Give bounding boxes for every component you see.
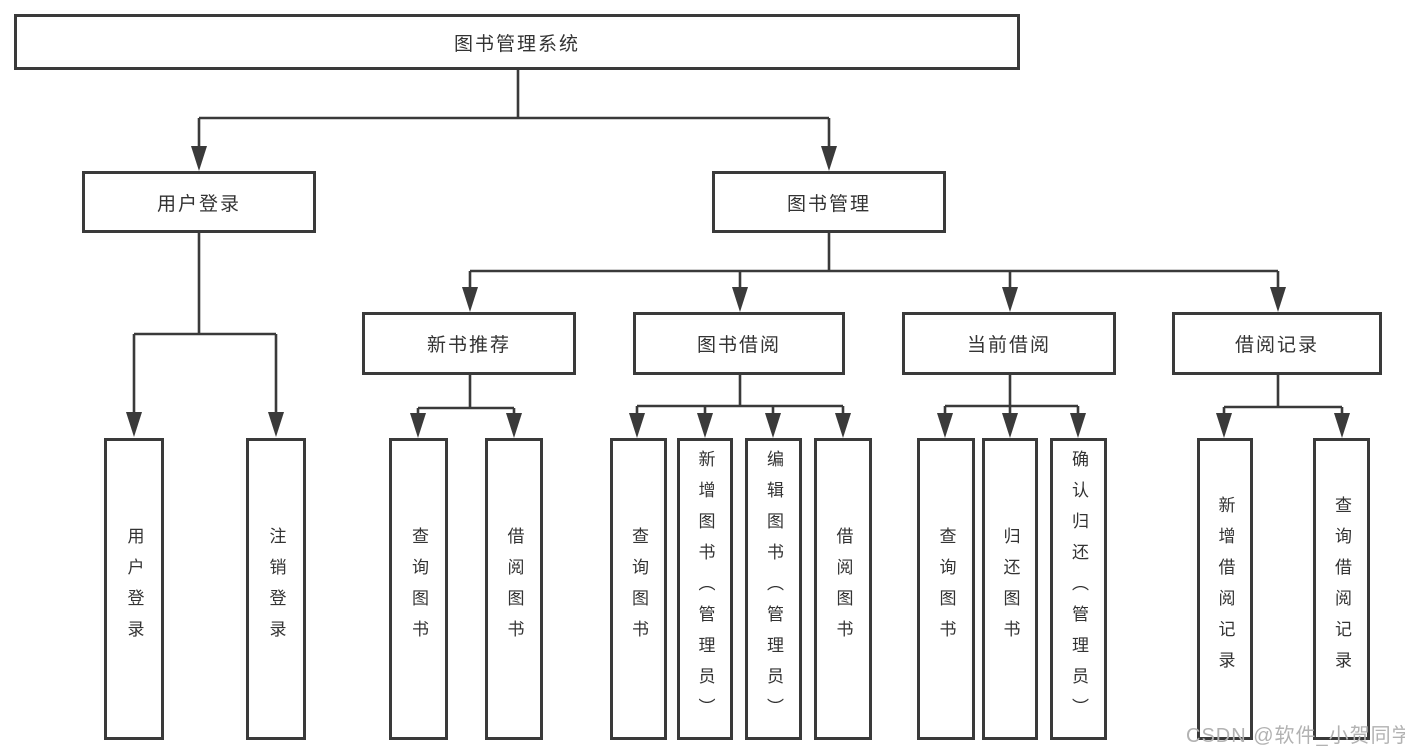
leaf-logout: 注销登录 (246, 438, 306, 740)
leaf-newbook-query-books: 查询图书 (389, 438, 448, 740)
connector-borrow-records-to-leaves (1216, 375, 1350, 438)
node-new-book-recommendation: 新书推荐 (362, 312, 576, 375)
connector-new-book-to-leaves (410, 375, 522, 438)
leaf-current-query-books: 查询图书 (917, 438, 975, 740)
connector-user-login-to-leaves (126, 233, 284, 437)
leaf-newbook-borrow-books: 借阅图书 (485, 438, 543, 740)
connector-current-borrowing-to-leaves (937, 375, 1086, 438)
node-library-management-system: 图书管理系统 (14, 14, 1020, 70)
leaf-borrowing-edit-books-admin: 编辑图书（管理员） (745, 438, 802, 740)
connector-book-borrowing-to-leaves (629, 375, 851, 438)
leaf-user-login: 用户登录 (104, 438, 164, 740)
node-user-login-group: 用户登录 (82, 171, 316, 233)
csdn-watermark: CSDN @软件_小贺同学 (1186, 725, 1405, 747)
leaf-borrowing-borrow-books: 借阅图书 (814, 438, 872, 740)
leaf-current-return-books: 归还图书 (982, 438, 1038, 740)
leaf-records-query-record: 查询借阅记录 (1313, 438, 1370, 740)
connector-root-to-level1 (191, 70, 837, 171)
node-book-borrowing: 图书借阅 (633, 312, 845, 375)
node-book-management: 图书管理 (712, 171, 946, 233)
connector-book-management-to-level2 (462, 233, 1286, 312)
leaf-borrowing-add-books-admin: 新增图书（管理员） (677, 438, 733, 740)
node-current-borrowing: 当前借阅 (902, 312, 1116, 375)
leaf-current-confirm-return-admin: 确认归还（管理员） (1050, 438, 1107, 740)
leaf-records-add-record: 新增借阅记录 (1197, 438, 1253, 740)
node-borrowing-records: 借阅记录 (1172, 312, 1382, 375)
leaf-borrowing-query-books: 查询图书 (610, 438, 667, 740)
